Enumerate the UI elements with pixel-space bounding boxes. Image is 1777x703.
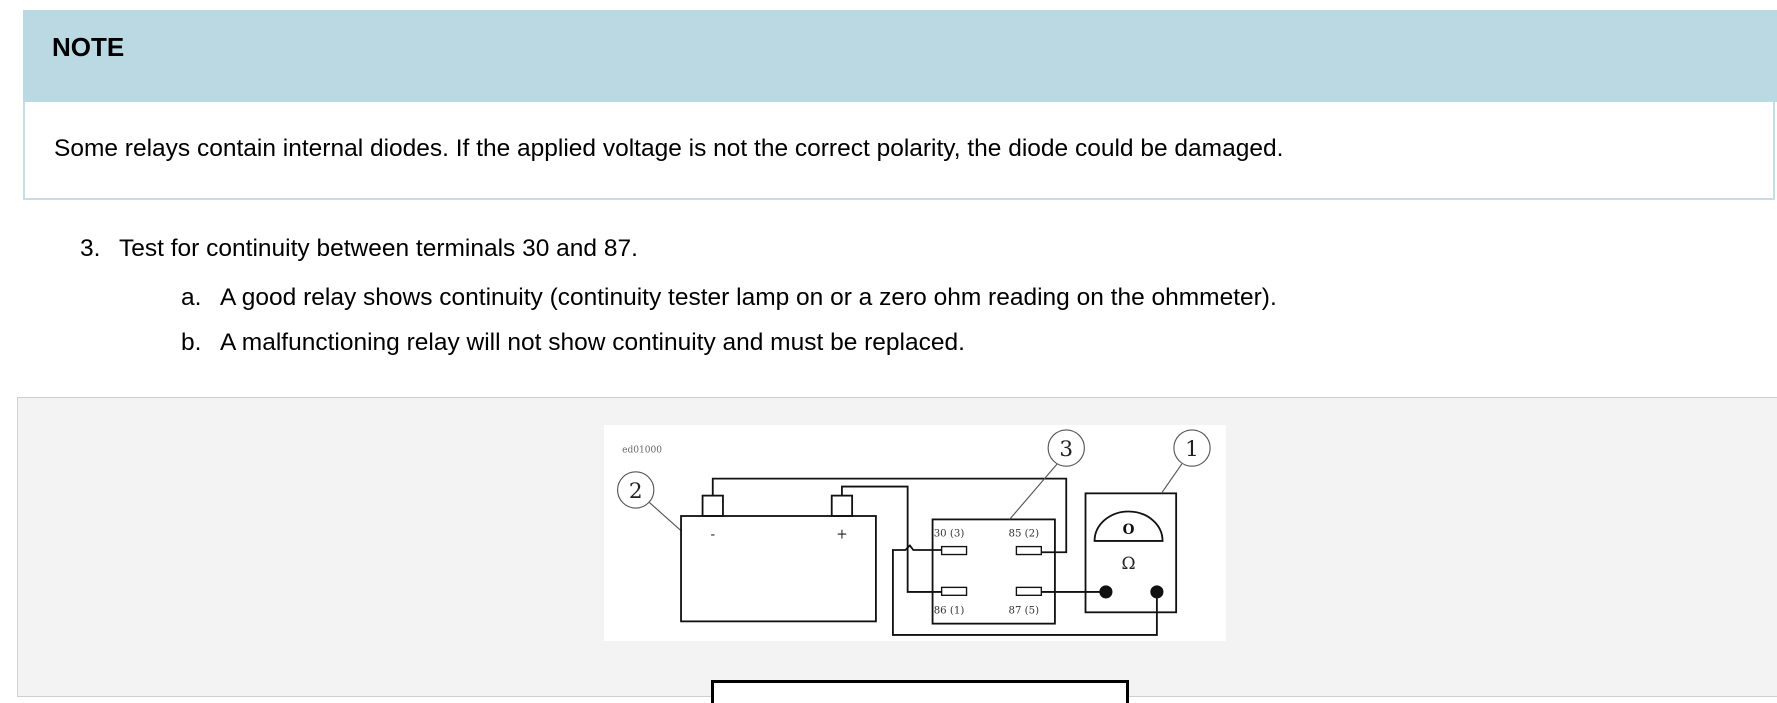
relay-label-86: 86 (1) xyxy=(934,604,965,616)
relay: 30 (3) 85 (2) 86 (1) 87 (5) xyxy=(931,518,1056,625)
image-id: ed01000 xyxy=(622,446,662,456)
note-title: NOTE xyxy=(52,32,125,62)
callout-3: 3 xyxy=(1009,429,1085,520)
legend-table-top xyxy=(711,680,1129,703)
note-text: Some relays contain internal diodes. If … xyxy=(54,135,1284,162)
battery: - + xyxy=(680,494,877,623)
substep-text: A malfunctioning relay will not show con… xyxy=(220,329,965,356)
substep-marker: b. xyxy=(181,329,202,356)
relay-label-85: 85 (2) xyxy=(1008,527,1039,539)
note-body: Some relays contain internal diodes. If … xyxy=(23,102,1775,200)
battery-minus: - xyxy=(710,527,715,543)
ohm-symbol: Ω xyxy=(1122,554,1136,574)
meter-dial: O xyxy=(1123,522,1135,538)
relay-label-87: 87 (5) xyxy=(1008,604,1039,616)
figure-panel: ed01000 2 - + xyxy=(17,397,1777,703)
substep-text: A good relay shows continuity (continuit… xyxy=(220,284,1277,311)
step-marker: 3. xyxy=(80,235,101,262)
note-header xyxy=(23,10,1777,102)
svg-text:3: 3 xyxy=(1059,437,1073,462)
callout-2: 2 xyxy=(617,471,682,532)
svg-text:1: 1 xyxy=(1185,437,1199,462)
relay-label-30: 30 (3) xyxy=(934,527,965,539)
callout-1: 1 xyxy=(1160,429,1211,494)
wires xyxy=(711,477,1158,636)
relay-test-diagram: ed01000 2 - + xyxy=(604,425,1226,641)
svg-text:2: 2 xyxy=(629,479,643,504)
step-text: Test for continuity between terminals 30… xyxy=(119,235,638,262)
battery-plus: + xyxy=(836,527,847,543)
ohmmeter: O Ω xyxy=(1084,492,1178,614)
substep-marker: a. xyxy=(181,284,202,311)
